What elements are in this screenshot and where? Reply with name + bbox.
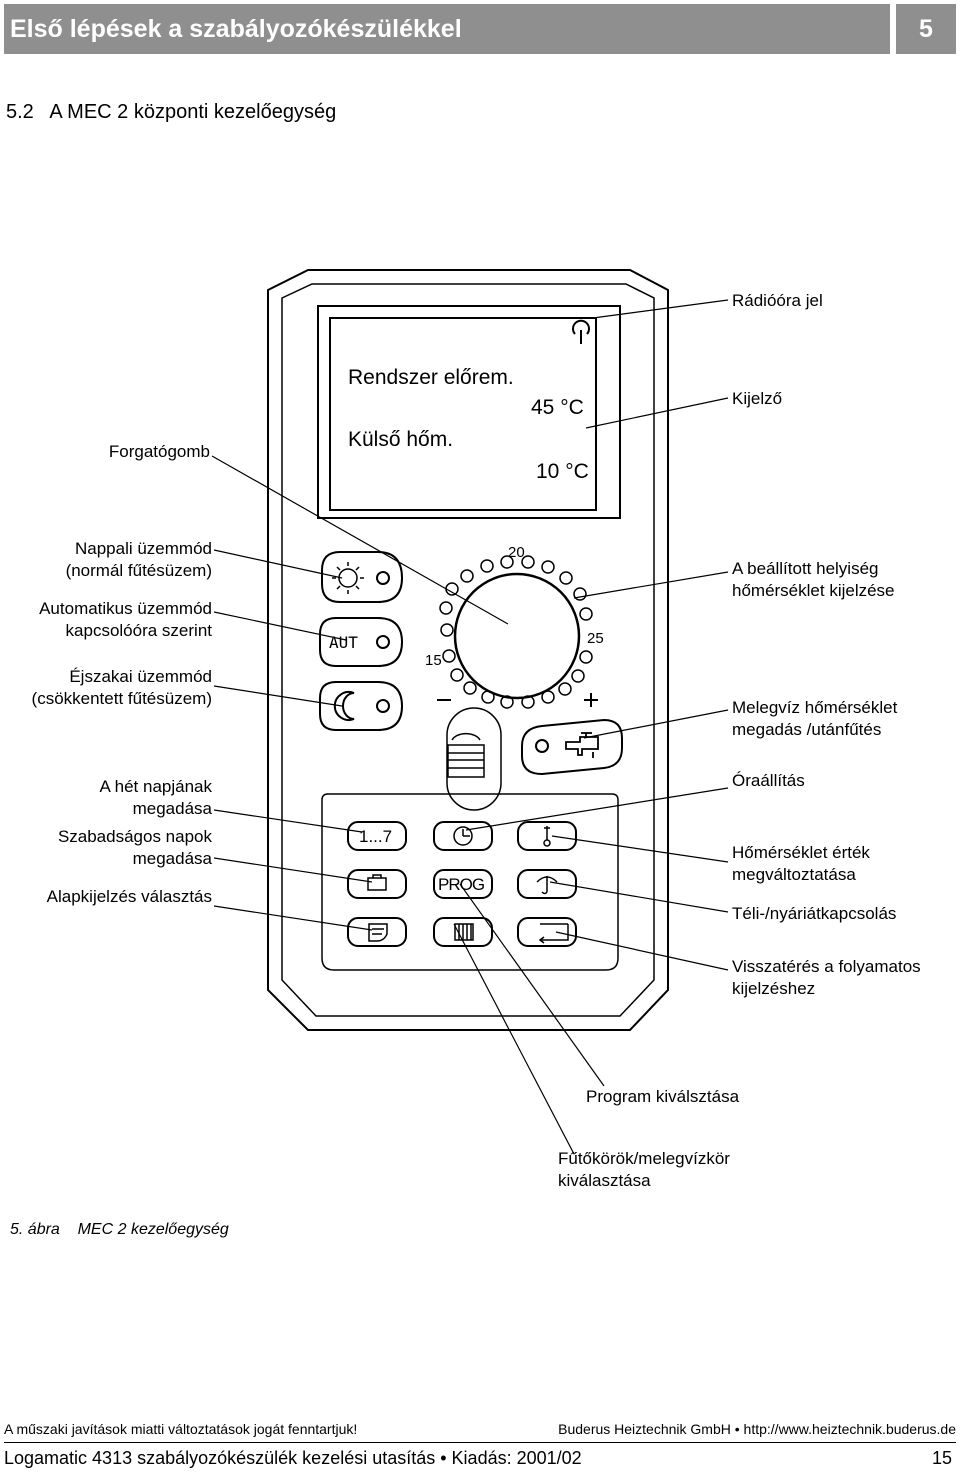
dial-tick-20: 20 xyxy=(508,544,525,561)
thermometer-button xyxy=(517,821,577,851)
page-number: 15 xyxy=(931,1448,952,1468)
section-title: 5.2 A MEC 2 központi kezelőegység xyxy=(6,101,337,123)
slider-control xyxy=(446,707,502,811)
days-label[interactable]: 1...7 xyxy=(359,827,393,846)
label-szab-2: megadása xyxy=(132,849,212,868)
dial-tick-15: 15 xyxy=(425,652,442,669)
moon-icon xyxy=(333,691,355,721)
display-value1: 45 °C xyxy=(531,396,584,419)
radiator-icon xyxy=(454,923,474,941)
lower-panel xyxy=(321,793,619,971)
label-nappali-2: (normál fűtésüzem) xyxy=(65,561,212,580)
thermometer-icon xyxy=(543,826,551,847)
label-szab-1: Szabadságos napok xyxy=(57,827,212,846)
label-vissza-2: kijelzéshez xyxy=(732,979,816,998)
display-value2: 10 °C xyxy=(536,460,589,483)
circuit-button xyxy=(433,917,493,947)
hot-water-button xyxy=(521,718,623,776)
clock-button xyxy=(433,821,493,851)
device-outer-body xyxy=(267,269,669,1031)
label-vissza-1: Visszatérés a folyamatos xyxy=(732,957,921,976)
dial-plus: + xyxy=(584,684,585,706)
figure-caption: 5. ábra MEC 2 kezelőegység xyxy=(10,1221,229,1239)
footer-document: Logamatic 4313 szabályozókészülék kezelé… xyxy=(4,1448,582,1468)
return-icon xyxy=(538,923,569,944)
label-ejszakai-2: (csökkentett fűtésüzem) xyxy=(31,689,212,708)
label-futo-2: kiválasztása xyxy=(558,1171,651,1190)
footer-divider xyxy=(4,1442,956,1443)
suitcase-icon xyxy=(367,874,387,891)
label-hom-1: Hőmérséklet érték xyxy=(732,843,870,862)
label-auto-2: kapcsolóóra szerint xyxy=(65,621,212,640)
label-meleg-1: Melegvíz hőmérséklet xyxy=(732,698,898,717)
label-auto-1: Automatikus üzemmód xyxy=(39,599,212,618)
tap-icon xyxy=(565,732,599,758)
label-nappali-1: Nappali üzemmód xyxy=(74,539,212,558)
suitcase-button xyxy=(347,869,407,899)
radio-signal-icon xyxy=(572,319,590,344)
figure-text: MEC 2 kezelőegység xyxy=(77,1221,229,1238)
prog-label[interactable]: PROG xyxy=(438,875,485,894)
display-line1: Rendszer előrem. xyxy=(348,366,514,389)
footer-company: Buderus Heiztechnik GmbH • http://www.he… xyxy=(558,1421,956,1437)
aut-label[interactable]: AUT xyxy=(329,633,358,652)
dial-scale xyxy=(439,555,593,709)
label-kijelzo: Kijelző xyxy=(732,389,783,408)
label-futo-1: Fűtőkörök/melegvízkör xyxy=(558,1149,730,1168)
footer-notice: A műszaki javítások miatti változtatások… xyxy=(4,1421,358,1437)
prog-button xyxy=(433,869,493,899)
device-inner-body xyxy=(281,283,655,1017)
label-meleg-2: megadás /utánfűtés xyxy=(732,720,882,739)
header-title: Első lépések a szabályozókészülékkel xyxy=(4,4,890,54)
label-program: Program kiválsztása xyxy=(586,1087,740,1106)
note-button xyxy=(347,917,407,947)
sun-icon xyxy=(332,562,364,594)
return-button xyxy=(517,917,577,947)
display-line2: Külső hőm. xyxy=(348,428,454,451)
umbrella-icon xyxy=(536,876,558,895)
clock-icon xyxy=(453,826,473,846)
label-teli: Téli-/nyáriátkapcsolás xyxy=(732,904,897,923)
label-ora: Óraállítás xyxy=(732,771,805,790)
label-forgatogomb: Forgatógomb xyxy=(108,442,210,461)
leader-lines xyxy=(211,299,729,1155)
dial-minus: − xyxy=(437,684,438,706)
rotary-knob xyxy=(453,572,581,700)
label-beall-2: hőmérséklet kijelzése xyxy=(732,581,895,600)
label-radio: Rádióóra jel xyxy=(732,291,823,310)
note-icon xyxy=(368,923,388,942)
display-frame xyxy=(317,305,621,519)
display-screen xyxy=(329,317,597,511)
dial-tick-25: 25 xyxy=(587,630,604,647)
sun-button xyxy=(321,551,404,603)
label-het-2: megadása xyxy=(132,799,212,818)
label-hom-2: megváltoztatása xyxy=(732,865,856,884)
label-het-1: A hét napjának xyxy=(99,777,212,796)
moon-button xyxy=(319,681,404,731)
chapter-number: 5 xyxy=(896,4,956,54)
days-button xyxy=(347,821,407,851)
umbrella-button xyxy=(517,869,577,899)
label-ejszakai-1: Éjszakai üzemmód xyxy=(69,667,212,686)
figure-number: 5. ábra xyxy=(10,1221,60,1238)
label-beall-1: A beállított helyiség xyxy=(732,559,879,578)
aut-button xyxy=(319,617,404,667)
label-alap: Alapkijelzés választás xyxy=(46,887,212,906)
